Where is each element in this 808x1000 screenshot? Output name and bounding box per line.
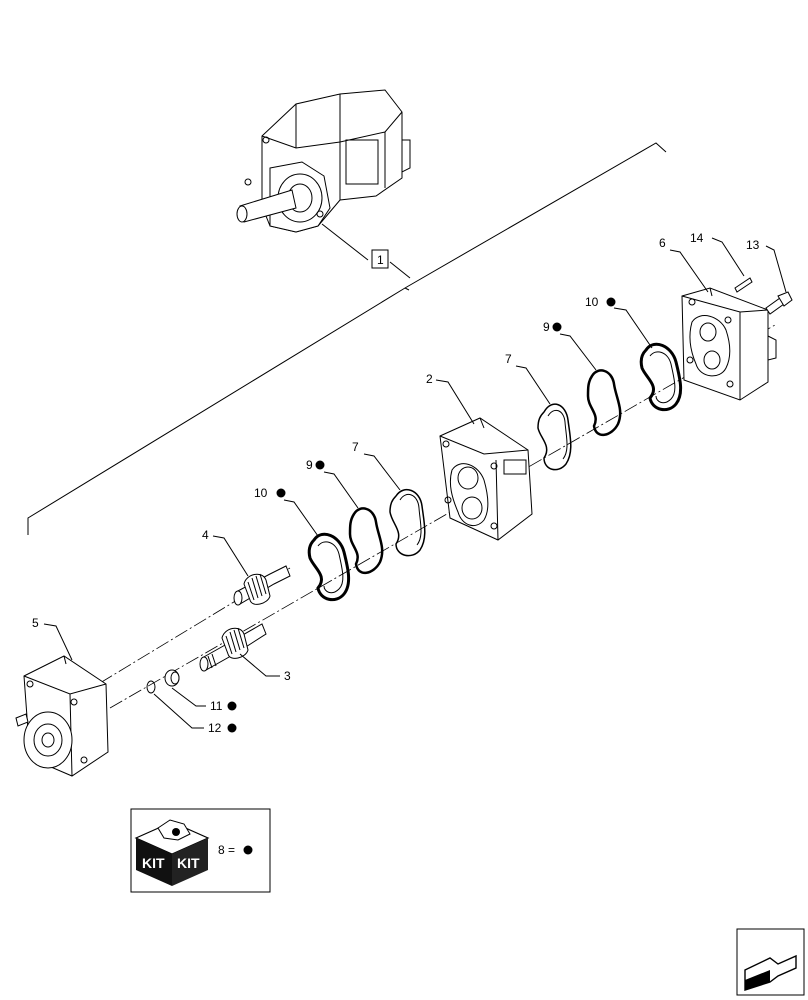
callout-10-upper: 10 [585,295,653,349]
gear-body [439,417,533,541]
gear-shaft-4 [233,565,291,606]
callout-9-upper: 9 [543,320,597,371]
oring-9-upper [586,369,622,436]
gear-shaft-3 [199,623,267,672]
centerline [99,324,776,709]
callout-label-9-lower: 9 [306,458,313,472]
callout-2: 2 [426,372,475,425]
seal-7-upper [537,403,572,471]
callout-label-6: 6 [659,236,666,250]
callout-label-10-upper: 10 [585,295,599,309]
callout-label-4: 4 [202,528,209,542]
callout-6: 6 [659,236,709,293]
callout-label-9-upper: 9 [543,320,550,334]
callout-7-lower: 7 [352,440,401,491]
callout-label-5: 5 [32,616,39,630]
seal-7-lower [389,488,426,557]
callout-10-lower: 10 [254,486,319,537]
callout-11: 11 [171,687,237,713]
oring-9-lower [348,507,384,574]
seal-10-lower [307,532,351,602]
kit-box-icon: KIT KIT [134,819,210,886]
callout-label-7-lower: 7 [352,440,359,454]
rear-cover [681,287,777,401]
front-cover [15,655,109,777]
bolt [765,291,793,315]
callout-12: 12 [153,693,237,735]
callout-13: 13 [746,238,787,293]
callout-label-7-upper: 7 [505,352,512,366]
kit-legend: KIT KIT 8 = [130,808,271,893]
dowel-pin [734,277,753,293]
next-page-arrow-icon[interactable] [736,928,805,996]
callout-label-10-lower: 10 [254,486,268,500]
callout-3: 3 [239,653,291,683]
bushing-11 [164,669,180,687]
callout-7-upper: 7 [505,352,551,405]
callout-label-3: 3 [284,669,291,683]
kit-marker-dot [243,845,253,855]
callout-label-12: 12 [208,721,222,735]
callout-label-14: 14 [690,231,704,245]
callout-label-13: 13 [746,238,760,252]
kit-equals: = [228,843,235,857]
callout-1: 1 [321,223,411,279]
callout-5: 5 [32,616,73,661]
kit-box-label-right: KIT [177,855,200,871]
kit-item-number: 8 [218,843,225,857]
pump-assembly [236,89,411,233]
callout-4: 4 [202,528,249,577]
callout-9-lower: 9 [306,458,359,509]
callout-label-1: 1 [377,253,384,267]
ring-12 [146,680,156,694]
assembly-bracket [27,142,667,535]
callout-label-2: 2 [426,372,433,386]
kit-box-label-left: KIT [142,855,165,871]
callout-label-11: 11 [210,699,223,713]
callout-14: 14 [690,231,745,277]
seal-10-upper [639,342,683,412]
